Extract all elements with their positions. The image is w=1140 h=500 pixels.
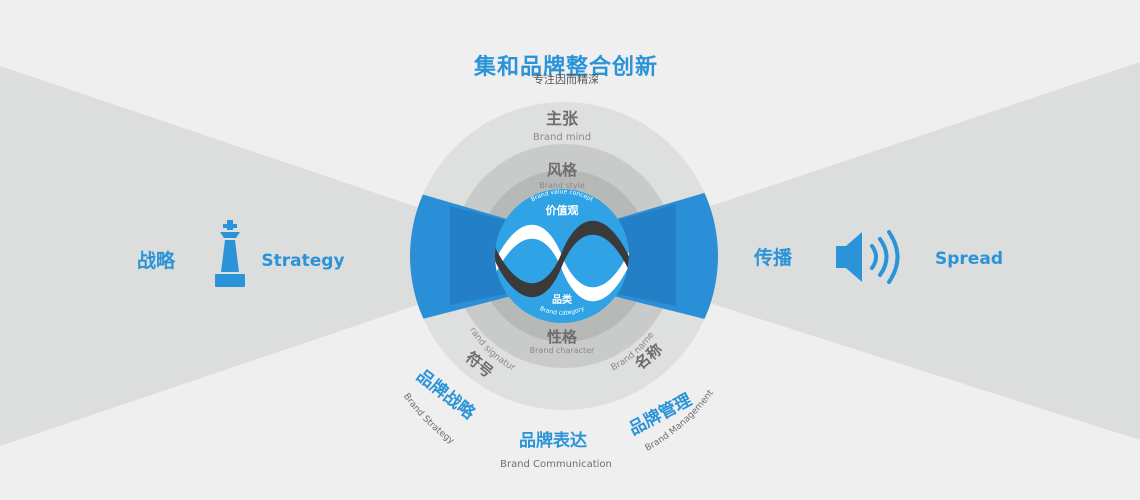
header-title: 集和品牌整合创新 [473,54,658,80]
core-waves [495,221,629,301]
left-label-en: Strategy [261,251,344,271]
core-dark-wave [495,221,629,297]
bottom-right-cn: 品牌管理 [625,389,695,439]
speaker-icon [836,230,900,284]
left-label-cn: 战略 [137,249,176,272]
bottom-center-en: Brand Communication [500,459,612,470]
chess-queen-icon [215,220,245,287]
middle-ring-cn: 风格 [547,161,578,179]
inner-bottom-en: Brand character [530,346,595,355]
outer-ring-cn: 主张 [546,109,579,128]
middle-ring-en: Brand style [539,181,585,190]
left-gray-wedge [0,66,562,446]
header-subtitle: 专注因而精深 [533,72,599,86]
bottom-center-cn: 品牌表达 [519,430,587,451]
inner-bottom-cn: 性格 [547,328,578,346]
core-bottom-en: Brand category [539,305,586,317]
right-label-cn: 传播 [753,246,793,269]
core-top-cn: 价值观 [546,203,579,217]
core-bottom-cn: 品类 [552,293,572,306]
right-label-en: Spread [935,249,1003,269]
outer-ring-en: Brand mind [533,132,591,143]
